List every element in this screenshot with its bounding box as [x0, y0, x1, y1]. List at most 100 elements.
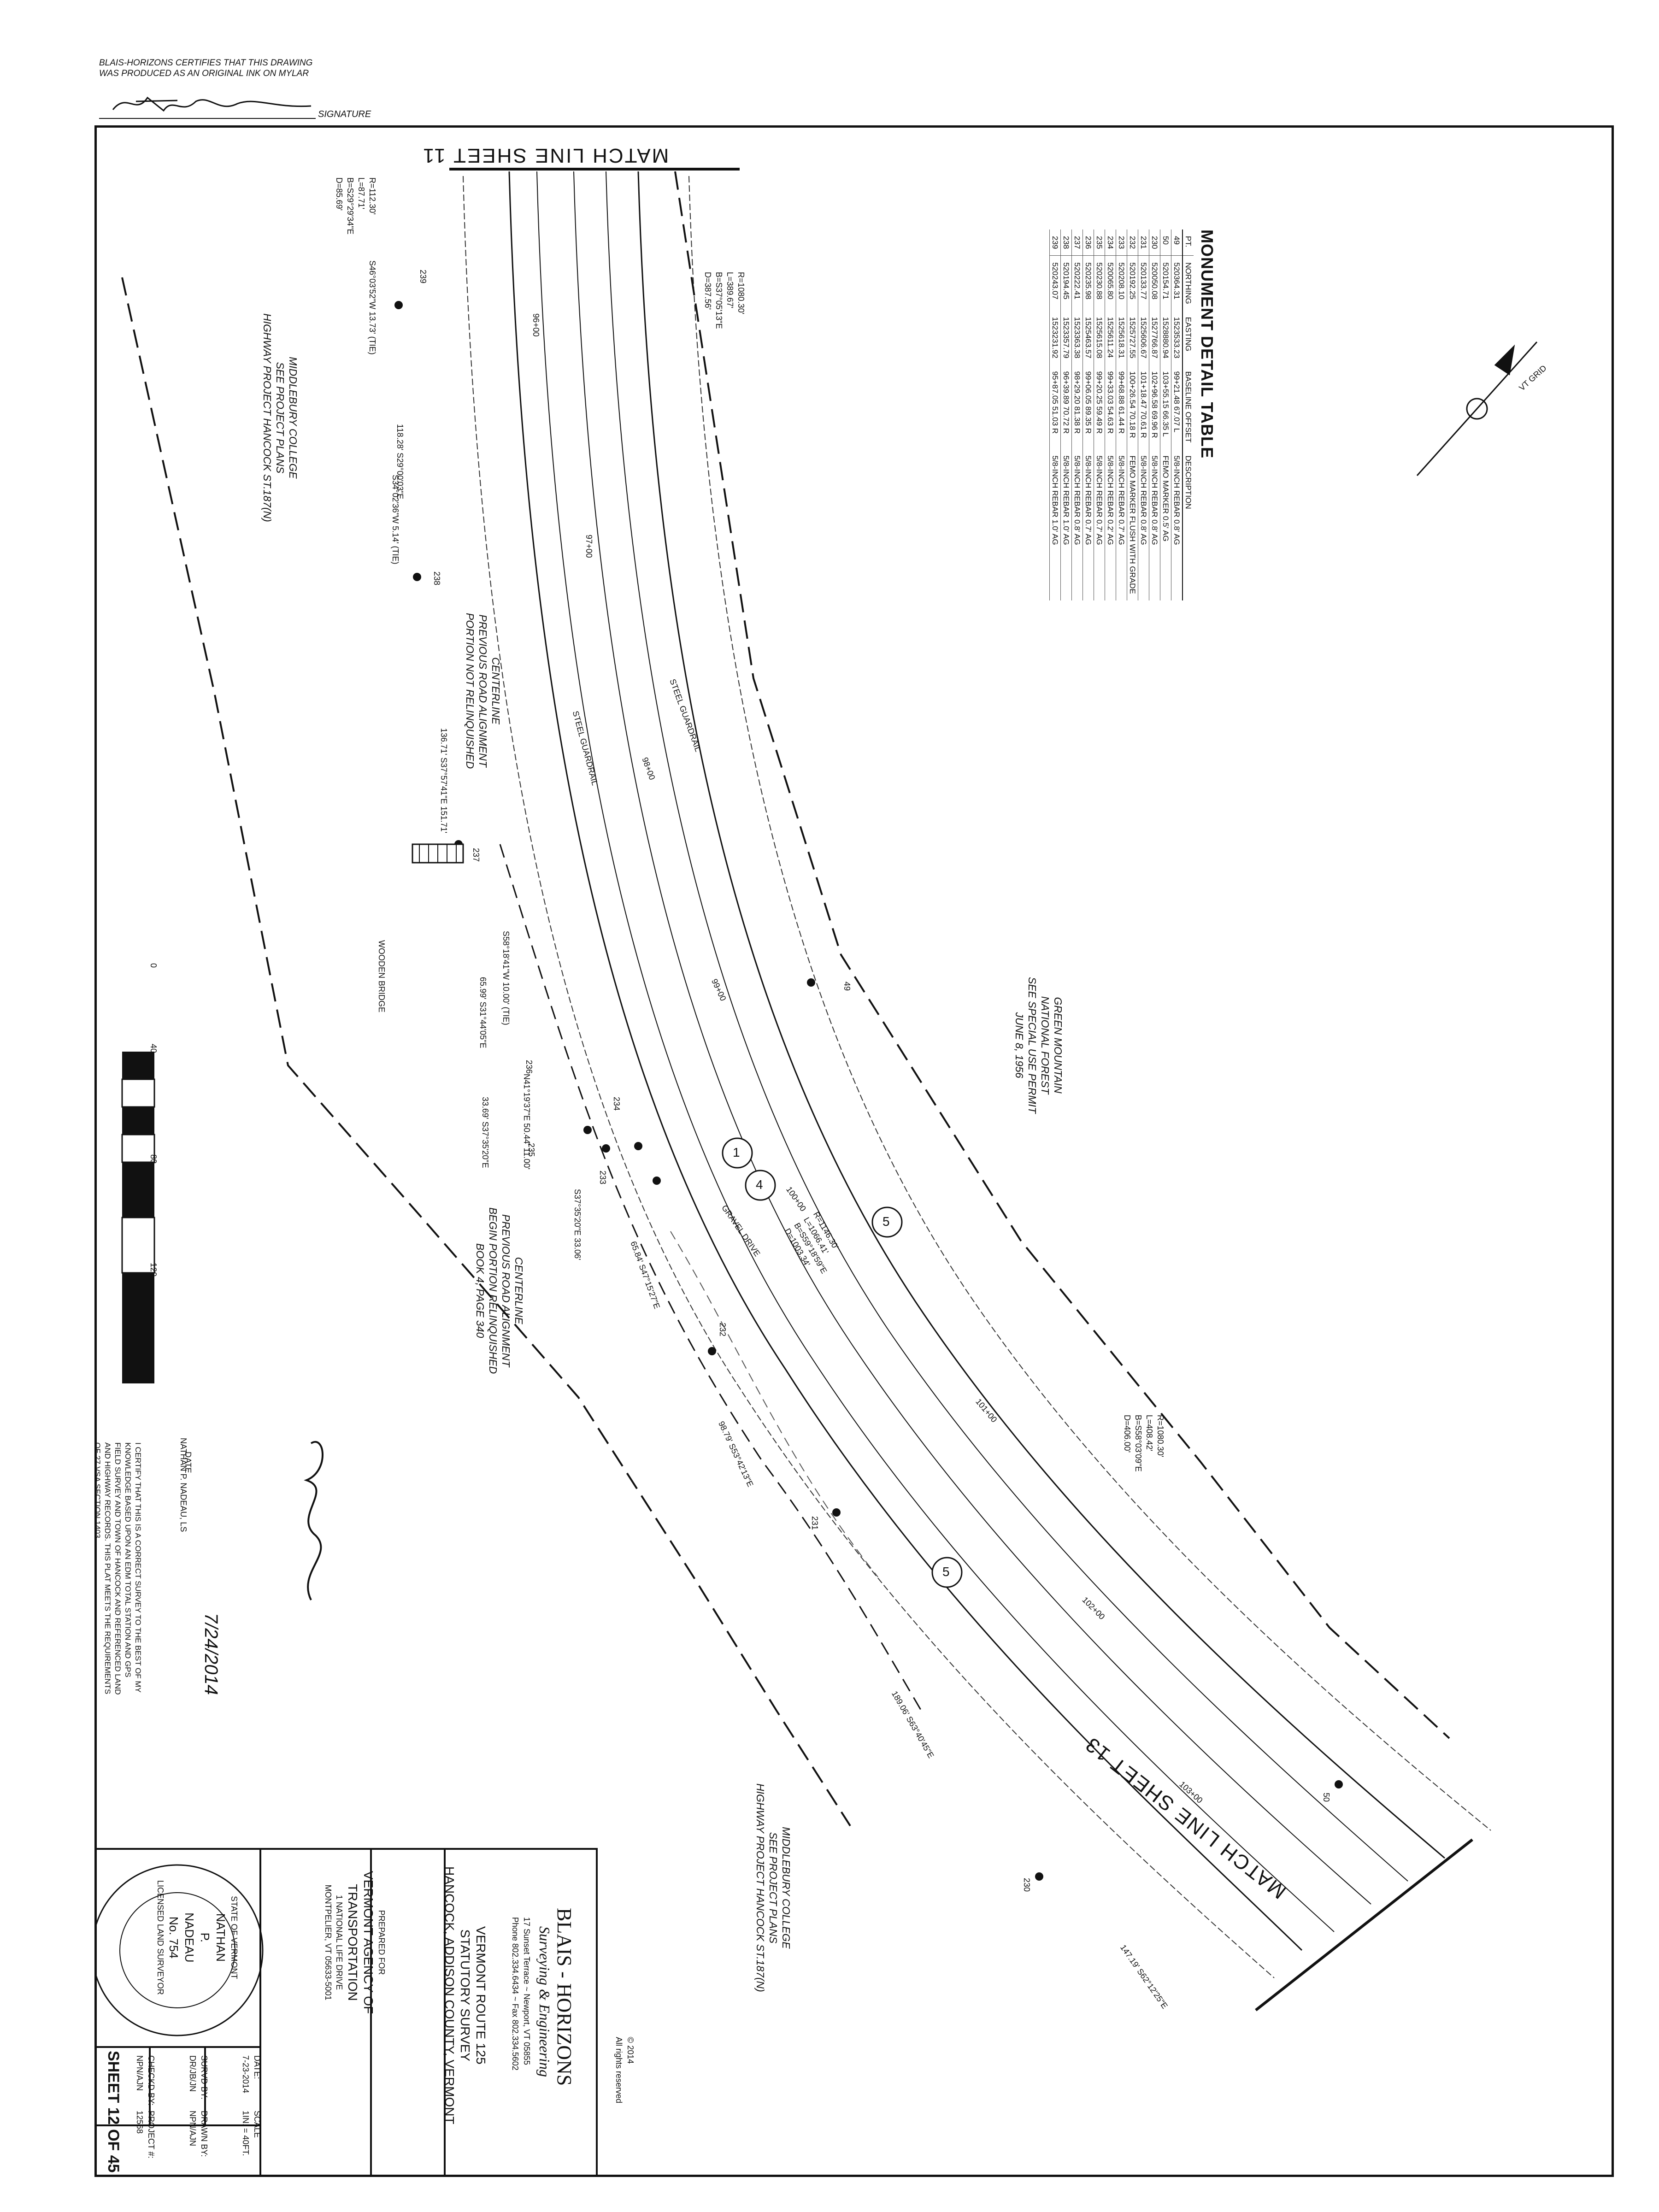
monument-234	[634, 1142, 642, 1150]
curve-data-left-small: R=112.30' L=87.71' B=S29°29'34"E D=85.69…	[334, 177, 378, 235]
shield-5a-label: 5	[882, 1214, 890, 1229]
monument-231	[832, 1508, 841, 1517]
bearing-tie-238: S34°02'36"W 5.14' (TIE)	[391, 475, 400, 565]
monument-table-cell: 234	[1105, 229, 1116, 256]
monument-table-cell: 235	[1094, 229, 1105, 256]
monument-table-cell: 101+18.47 70.61 R	[1138, 365, 1149, 449]
monument-table-cell: 1525615.08	[1094, 310, 1105, 365]
title-block-frame	[94, 1848, 598, 2177]
monument-table-cell: 1523533.23	[1171, 310, 1182, 365]
treeline-west	[463, 176, 1275, 1978]
monument-table-cell: 5/8-INCH REBAR 1.0' AG	[1060, 449, 1072, 600]
monument-table-cell: 99+20.25 59.49 R	[1094, 365, 1105, 449]
field-date-value: 7-23-2014	[241, 2055, 250, 2094]
curve-radius: R=1080.30'	[736, 272, 746, 315]
bearing-237-236: 65.99' S31°44'05"E	[478, 977, 488, 1048]
point-237: 237	[471, 848, 481, 862]
firm-address: 17 Sunset Terrace ~ Newport, VT 05855	[522, 1917, 531, 2065]
bearing-tie-239: S46°03'52"W 13.73' (TIE)	[368, 260, 377, 355]
point-235: 235	[527, 1143, 536, 1157]
field-survd-value: DR/JB/JN	[188, 2055, 197, 2092]
monument-table-cell: 233	[1116, 229, 1127, 256]
monument-230	[1035, 1872, 1043, 1881]
monument-table-cell: 1527766.87	[1149, 310, 1160, 365]
monument-table-cell: 1523363.38	[1071, 310, 1083, 365]
match-line-top-label: MATCH LINE SHEET 11	[422, 144, 669, 167]
field-checkd-value: NPN/AJN	[135, 2055, 144, 2091]
survey-plan-drawing	[94, 168, 1538, 2177]
scale-bar	[121, 1052, 155, 1383]
shield-5a-circle	[871, 1206, 903, 1238]
monument-table-cell: 5/8-INCH REBAR 0.7' AG	[1116, 449, 1127, 600]
monument-table-cell: 5/8-INCH REBAR 0.8' AG	[1138, 449, 1149, 600]
monument-table-header: NORTHING	[1182, 255, 1194, 311]
monument-table-title: MONUMENT DETAIL TABLE	[1198, 229, 1217, 459]
monument-table-cell: 5/8-INCH REBAR 0.8' AG	[1071, 449, 1083, 600]
scale-tick-0: 0	[149, 963, 158, 968]
point-49: 49	[842, 982, 852, 991]
monument-table-cell: 1525611.24	[1105, 310, 1116, 365]
monument-233	[653, 1177, 661, 1185]
monument-table-cell: 1528880.94	[1160, 310, 1171, 365]
curve-chord: D=406.00'	[1123, 1415, 1132, 1453]
monument-table-cell: 1525618.31	[1116, 310, 1127, 365]
certification-statement: BLAIS-HORIZONS CERTIFIES THAT THIS DRAWI…	[99, 58, 312, 79]
point-236: 236	[524, 1060, 534, 1074]
monument-table-cell: 1523357.79	[1060, 310, 1072, 365]
curve-data-top-left: R=1080.30' L=389.67' B=S37°05'13"E D=387…	[702, 272, 747, 329]
row-line-east	[674, 171, 1450, 1739]
monument-table-cell: 232	[1127, 229, 1138, 256]
monument-table-cell: 98+29.20 81.38 R	[1071, 365, 1083, 449]
scale-tick-40: 40	[149, 1044, 158, 1053]
monument-table-cell: 5/8-INCH REBAR 0.8' AG	[1171, 449, 1182, 600]
field-project-value: 12568	[135, 2111, 144, 2134]
curve-chord: D=85.69'	[335, 177, 344, 211]
monument-table-cell: 237	[1071, 229, 1083, 256]
surveyor-name: NATHAN P. NADEAU, LS	[179, 1438, 188, 1532]
monument-table-cell: 520065.80	[1105, 255, 1116, 311]
monument-table-cell: 520133.77	[1138, 255, 1149, 311]
shield-1-label: 1	[733, 1145, 740, 1159]
point-50: 50	[1322, 1793, 1331, 1802]
gravel-drive-line	[670, 1231, 878, 1577]
certifier-signature	[112, 96, 312, 112]
monument-table-cell: 236	[1082, 229, 1094, 256]
monument-table-cell: 520192.25	[1127, 255, 1138, 311]
label-wooden-bridge: WOODEN BRIDGE	[377, 940, 386, 1013]
station-97: 97+00	[584, 535, 594, 558]
monument-table-cell: 99+21.48 67.07 L	[1171, 365, 1182, 449]
monument-table-cell: 5/8-INCH REBAR 0.8' AG	[1149, 449, 1160, 600]
point-230: 230	[1022, 1878, 1031, 1892]
field-scale-value: 1IN. = 40FT.	[241, 2111, 250, 2156]
curve-length: L=408.42'	[1145, 1415, 1154, 1452]
firm-tagline: Surveying & Engineering	[536, 1926, 553, 2077]
monument-table-cell: 230	[1149, 229, 1160, 256]
monument-232	[708, 1347, 716, 1355]
firm-name: BLAIS - HORIZONS	[553, 1908, 576, 2086]
curve-bearing: B=S29°29'34"E	[346, 177, 355, 235]
surveyor-signature-mark	[304, 1441, 324, 1600]
point-232: 232	[718, 1323, 727, 1337]
monument-table-cell: 1525727.55	[1127, 310, 1138, 365]
previous-centerline	[499, 844, 925, 1716]
curve-chord: D=387.56'	[703, 272, 712, 310]
monument-table-cell: 96+39.89 70.72 R	[1060, 365, 1072, 449]
monument-49	[807, 978, 815, 987]
monument-table-cell: 520050.08	[1149, 255, 1160, 311]
monument-table-cell: 520154.71	[1160, 255, 1171, 311]
monument-table-cell: 231	[1138, 229, 1149, 256]
bearing-238-237: 136.71' S37°57'41"E 151.71'	[439, 728, 448, 834]
sheet-number: SHEET 12 OF 45	[105, 2051, 122, 2173]
monument-table-cell: 520208.10	[1116, 255, 1127, 311]
shield-4-label: 4	[756, 1177, 763, 1192]
road-line-2	[536, 171, 1335, 1932]
monument-table-cell: 95+87.05 51.03 R	[1049, 365, 1061, 449]
